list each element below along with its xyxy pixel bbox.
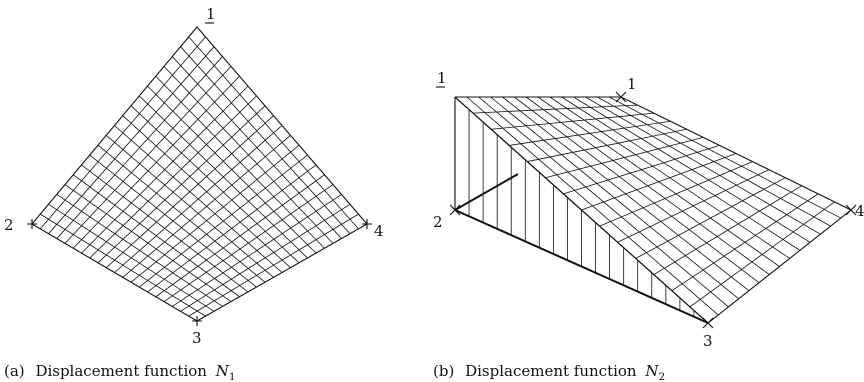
- node-label-a3: 3: [192, 329, 202, 347]
- caption-a-prefix: (a): [4, 362, 25, 380]
- caption-a-sub: 1: [229, 371, 236, 382]
- mesh-b-grid-line: [597, 97, 830, 226]
- node-label-b1-left: 1: [437, 69, 447, 87]
- wall-top-edge: [455, 97, 708, 323]
- caption-a: (a) Displacement function N1: [4, 362, 236, 382]
- base-diagonal: [455, 174, 518, 210]
- node-label-a4: 4: [374, 222, 384, 240]
- panel-a: 1 2 4 3 (a) Displacement function N1: [4, 5, 384, 382]
- node-label-b3: 3: [703, 332, 713, 350]
- caption-b-prefix: (b): [433, 362, 454, 380]
- node-label-b2: 2: [433, 213, 443, 231]
- mesh-a: [40, 37, 358, 316]
- mesh-b-grid-line: [636, 178, 786, 259]
- node-tick-a3: [192, 316, 202, 326]
- caption-b-text: Displacement function: [465, 362, 637, 380]
- caption-b: (b) Displacement function N2: [433, 362, 665, 382]
- mesh-a-grid-line: [40, 214, 205, 316]
- node-label-b4: 4: [855, 202, 864, 220]
- mesh-a-grid-line: [189, 214, 359, 316]
- node-tick-b3: [703, 318, 713, 328]
- mesh-b-grid-line: [672, 194, 818, 291]
- panel-b: 1 1 2 4 3 (b) Displacement function N2: [433, 69, 864, 382]
- mesh-b-grid-line: [654, 186, 802, 275]
- caption-b-var: N: [644, 362, 659, 380]
- caption-b-sub: 2: [659, 371, 666, 382]
- mesh-b: [467, 97, 841, 315]
- caption-a-text: Displacement function: [35, 362, 207, 380]
- mesh-a-grid-line: [57, 194, 223, 306]
- node-label-a1: 1: [206, 5, 216, 23]
- mesh-b-grid-line: [609, 97, 841, 218]
- node-label-a2: 2: [4, 216, 14, 234]
- mesh-b-grid-line: [562, 97, 800, 250]
- mesh-b-outline: [455, 97, 851, 323]
- node-label-b1-right: 1: [627, 75, 637, 93]
- mesh-b-grid-line: [600, 162, 753, 227]
- caption-a-var: N: [215, 362, 230, 380]
